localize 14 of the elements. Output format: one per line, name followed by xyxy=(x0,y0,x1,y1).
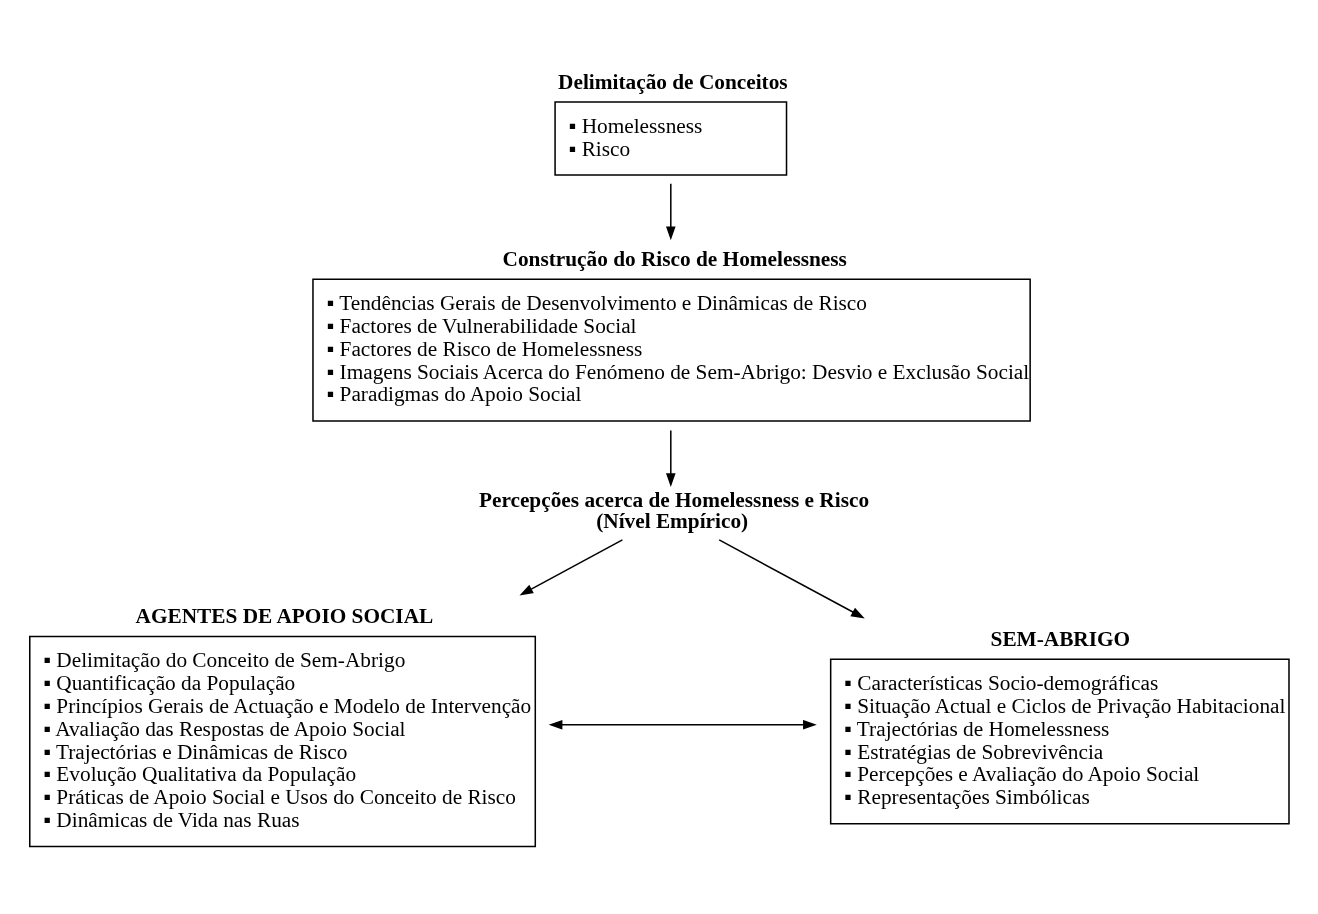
node-label: Construção do Risco de Homelessness xyxy=(502,246,847,271)
node-box: ▪ Tendências Gerais de Desenvolvimento e Dinâmicas de Risco ▪ Factores de Vulnerabilidade Social ▪ Factores de Risco de Homelessness ▪ Imagens Sociais Acerca do Fenómeno de Sem-Abrigo: Desvio e Exclusão Social ▪ Paradigmas do Apoio Social xyxy=(312,278,1031,422)
node-box: ▪ Delimitação do Conceito de Sem-Abrigo ▪ Quantificação da População ▪ Princípios Gerais de Actuação e Modelo de Intervenção ▪ Avaliação das Respostas de Apoio Social ▪ Trajectórias e Dinâmicas de Risco ▪ Evolução Qualitativa da População ▪ Práticas de Apoio Social e Usos do Conceito de Risco ▪ Dinâmicas de Vida nas Ruas xyxy=(29,635,537,847)
arrow xyxy=(666,429,676,487)
arrow xyxy=(666,182,676,240)
node-box: ▪ Homelessness ▪ Risco xyxy=(554,100,788,176)
node-label: AGENTES DE APOIO SOCIAL xyxy=(135,603,434,628)
node-label: SEM-ABRIGO xyxy=(990,626,1131,651)
node-label: Delimitação de Conceitos xyxy=(558,69,788,94)
arrow xyxy=(519,538,624,595)
arrow xyxy=(548,719,817,730)
node-box: ▪ Características Socio-demográficas ▪ Situação Actual e Ciclos de Privação Habitacional ▪ Trajectórias de Homelessness ▪ Estratégias de Sobrevivência ▪ Percepções e Avaliação do Apoio Social ▪ Representações Simbólicas xyxy=(829,658,1290,824)
node-text: Percepções acerca de Homelessness e Risco (Nível Empírico) xyxy=(478,487,870,533)
arrow xyxy=(718,538,865,618)
